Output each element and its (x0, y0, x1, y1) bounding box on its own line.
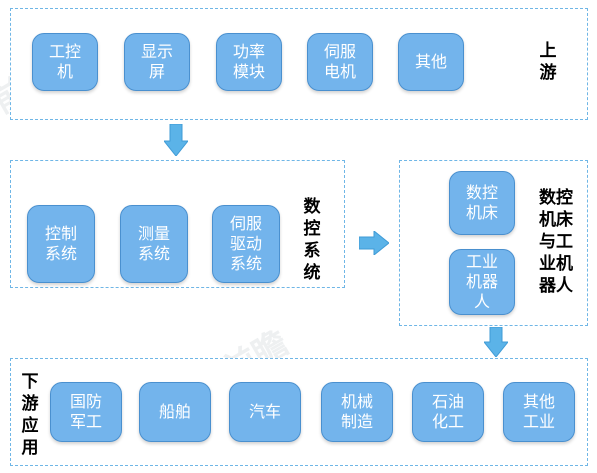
downstream-node-petrochemical: 石油 化工 (412, 382, 484, 442)
arrow-down-icon (164, 124, 188, 156)
upstream-node-display: 显示 屏 (124, 33, 190, 91)
upstream-node-other: 其他 (398, 33, 464, 91)
cnc-node-measurement-system: 测量 系统 (120, 205, 188, 283)
upstream-node-power-module: 功率 模块 (216, 33, 282, 91)
cnc-machine-label: 数控 机床 与工 业机 器人 (539, 188, 573, 296)
downstream-node-automotive: 汽车 (229, 382, 301, 442)
cnc-node-control-system: 控制 系统 (27, 205, 95, 283)
upstream-label: 上 游 (539, 41, 557, 83)
upstream-panel (10, 8, 588, 120)
downstream-node-defense: 国防 军工 (50, 382, 122, 442)
upstream-node-industrial-pc: 工控 机 (32, 33, 98, 91)
machine-node-cnc-machine-tool: 数控 机床 (449, 171, 515, 235)
downstream-node-machinery: 机械 制造 (321, 382, 393, 442)
upstream-node-servo-motor: 伺服 电机 (307, 33, 373, 91)
arrow-right-icon (359, 231, 389, 255)
downstream-node-shipbuilding: 船舶 (139, 382, 211, 442)
cnc-node-servo-drive-system: 伺服 驱动 系统 (212, 205, 280, 283)
arrow-down-icon (484, 327, 508, 357)
cnc-system-label: 数 控 系 统 (303, 197, 321, 283)
downstream-label: 下 游 应 用 (21, 372, 39, 458)
machine-node-industrial-robot: 工业 机器 人 (449, 249, 515, 315)
downstream-node-other-industry: 其他 工业 (503, 382, 575, 442)
